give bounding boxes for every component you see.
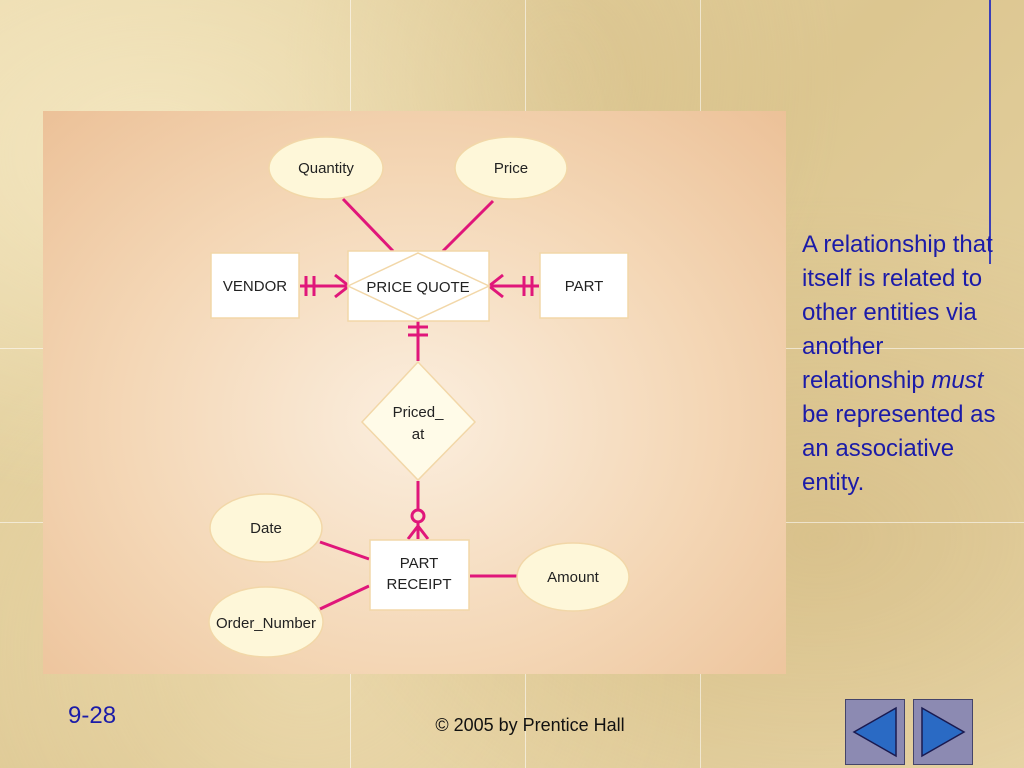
link-order-number [319,584,370,611]
entity-part-receipt [369,539,470,611]
er-diagram-panel: Quantity Price VENDOR PRICE QUOTE PART P… [43,111,786,674]
part-connector [488,273,539,299]
priced-at-part-receipt-connector [406,481,430,540]
explanation-text-after: be represented as an associative entity. [802,401,996,496]
attribute-order-number [208,586,324,658]
entity-vendor [210,252,300,319]
label-quantity: Quantity [298,160,354,177]
attribute-date [209,493,323,563]
label-part-receipt-line2: RECEIPT [386,576,451,593]
price-quote-priced-at-connector [408,321,428,361]
attribute-price [454,136,568,200]
explanation-text-before: A relationship that itself is related to… [802,231,993,394]
label-amount: Amount [547,569,600,586]
previous-slide-button[interactable] [845,699,905,765]
associative-diamond [346,252,491,320]
next-slide-button[interactable] [913,699,973,765]
explanation-text: A relationship that itself is related to… [802,228,1002,500]
attribute-amount [516,542,630,612]
entity-part [539,252,629,319]
copyright: © 2005 by Prentice Hall [435,715,625,735]
label-part-receipt-line1: PART [400,555,439,572]
entity-price-quote [347,250,490,322]
triangle-left-icon [852,706,897,758]
explanation-text-emphasis: must [931,367,984,394]
triangle-right-icon [921,706,966,758]
link-date [319,540,370,561]
link-quantity [341,197,395,253]
vendor-connector [300,273,350,299]
label-price: Price [494,160,528,177]
slide-number: 9-28 [68,702,117,729]
label-part: PART [565,278,604,295]
label-order-number: Order_Number [216,615,316,632]
label-date: Date [250,520,282,537]
er-diagram: Quantity Price VENDOR PRICE QUOTE PART P… [208,136,630,658]
attribute-quantity [268,136,384,200]
connector-lines [300,197,539,611]
link-price [441,199,495,253]
label-price-quote: PRICE QUOTE [366,279,469,296]
label-priced-at-line1: Priced_ [393,404,445,421]
label-priced-at-line2: at [412,426,425,443]
relationship-priced-at [360,360,477,482]
label-vendor: VENDOR [223,278,287,295]
vertical-rule [989,0,991,264]
